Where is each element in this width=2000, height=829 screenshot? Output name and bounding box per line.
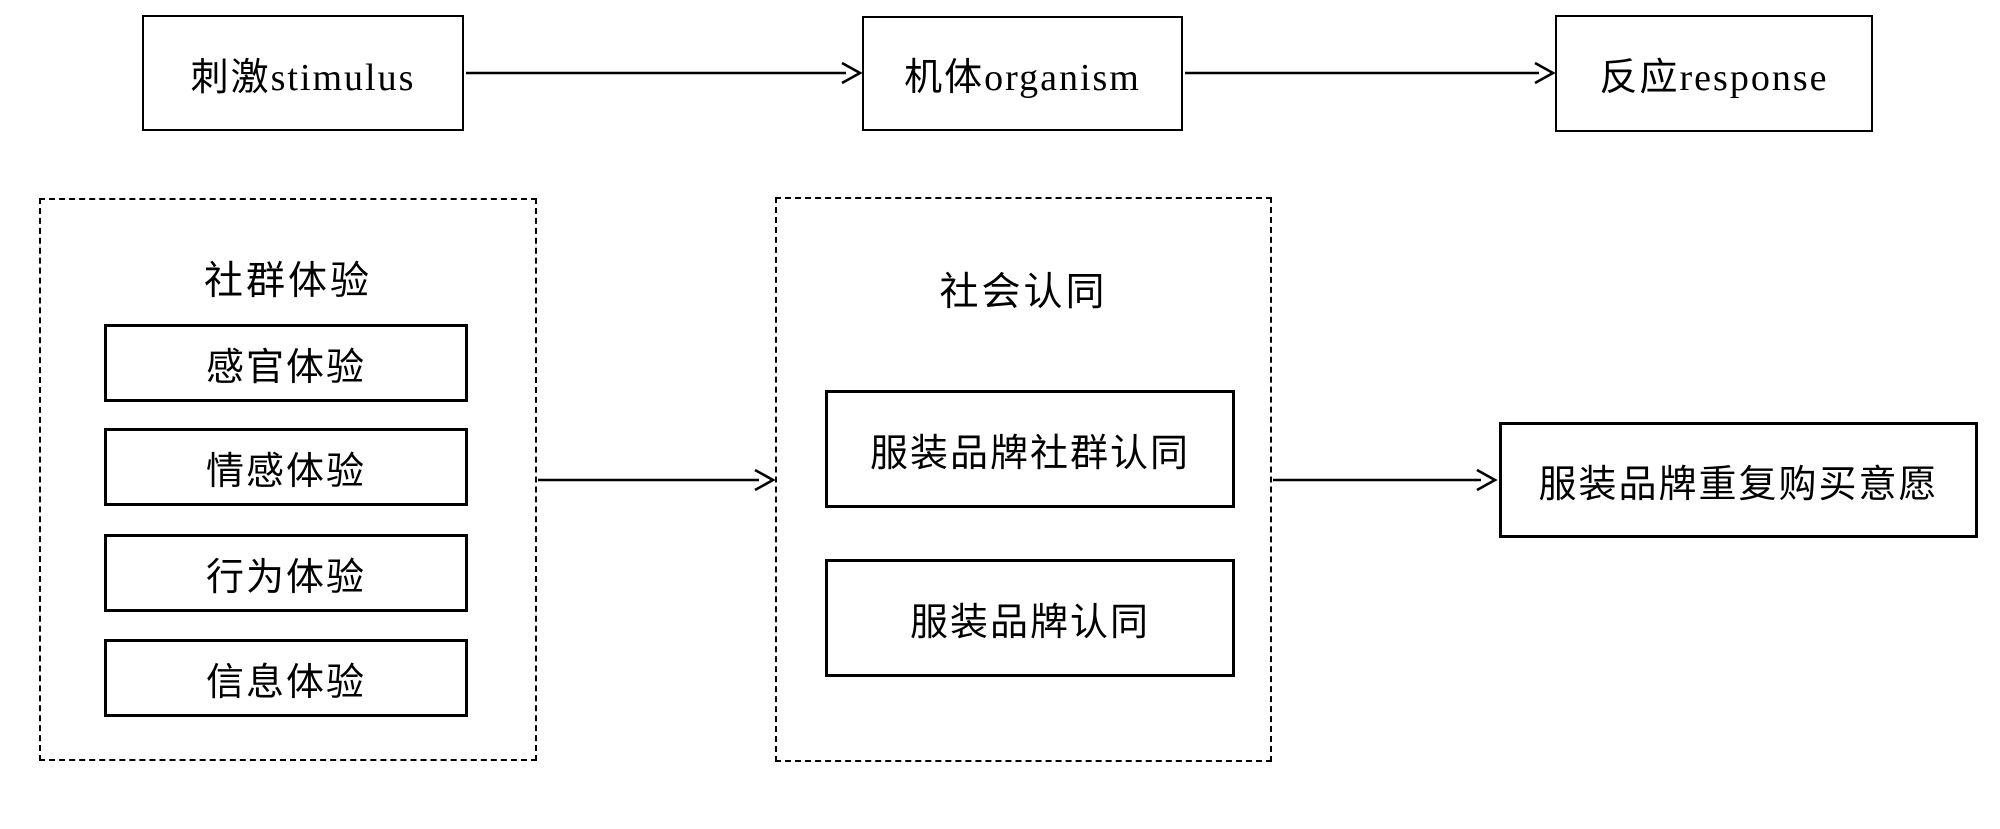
stimulus-box: 刺激stimulus — [142, 15, 464, 131]
arrow-stimulus-to-organism — [466, 61, 863, 85]
social-identity-title: 社会认同 — [939, 271, 1108, 314]
response-box: 反应response — [1555, 15, 1873, 132]
brand-identity-box: 服装品牌认同 — [825, 559, 1235, 677]
sensory-experience-box: 感官体验 — [104, 324, 468, 402]
organism-box: 机体organism — [862, 16, 1183, 131]
arrow-community-to-identity — [538, 468, 776, 492]
community-experience-title: 社群体验 — [203, 260, 372, 303]
arrow-organism-to-response — [1185, 61, 1556, 85]
repurchase-intention-box: 服装品牌重复购买意愿 — [1499, 422, 1978, 538]
information-experience-box: 信息体验 — [104, 639, 468, 717]
community-experience-group: 社群体验 感官体验 情感体验 行为体验 信息体验 — [39, 198, 537, 761]
brand-community-identity-box: 服装品牌社群认同 — [825, 390, 1235, 508]
behavioral-experience-box: 行为体验 — [104, 534, 468, 612]
emotional-experience-box: 情感体验 — [104, 428, 468, 506]
social-identity-group: 社会认同 服装品牌社群认同 服装品牌认同 — [775, 197, 1272, 762]
arrow-identity-to-outcome — [1273, 468, 1498, 492]
